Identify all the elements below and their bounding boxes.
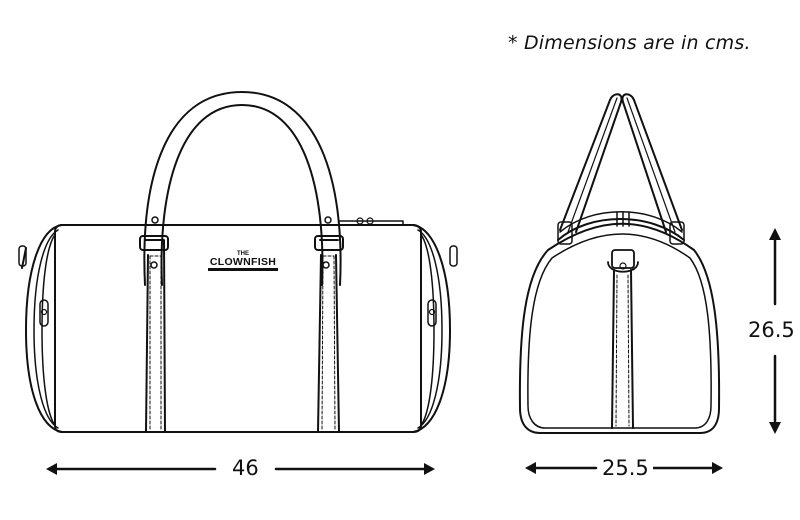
left-end-cap bbox=[25, 224, 63, 433]
dimensions-note: * Dimensions are in cms. bbox=[508, 32, 751, 54]
right-strap bbox=[317, 239, 340, 433]
height-label-side: 26.5 bbox=[748, 318, 795, 342]
front-view-bag bbox=[18, 91, 458, 433]
width-label-side: 25.5 bbox=[598, 456, 653, 480]
width-label-front: 46 bbox=[228, 456, 263, 480]
side-handle-left bbox=[559, 93, 623, 233]
right-end-cap bbox=[412, 224, 451, 433]
left-strap bbox=[144, 239, 166, 433]
side-body bbox=[518, 222, 721, 434]
brand-prefix: THE bbox=[237, 251, 249, 257]
brand-logo: THE CLOWNFISH bbox=[208, 251, 278, 271]
handle-arc bbox=[143, 91, 342, 286]
brand-name: CLOWNFISH bbox=[208, 257, 278, 271]
side-handle-right bbox=[621, 93, 683, 233]
side-view-bag bbox=[518, 93, 721, 434]
dimension-arrows bbox=[46, 228, 781, 475]
